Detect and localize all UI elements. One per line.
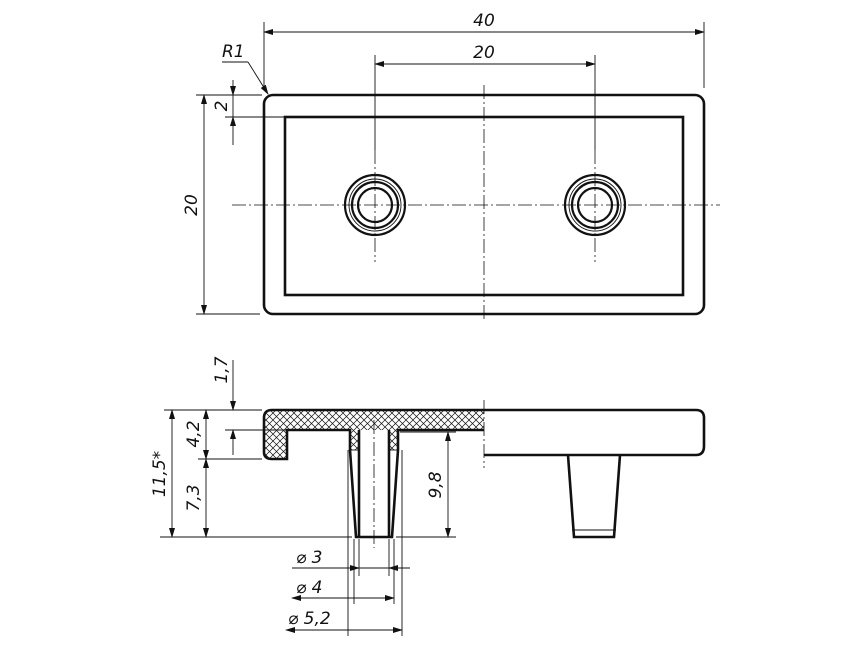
dim-total-height: 11,5* [150,409,262,538]
dim-wall-inset-label: 2 [212,101,232,112]
dim-boss-length: 9,8 [396,431,456,538]
left-hole [343,173,407,237]
section-outline [262,408,484,539]
dim-overall-height: 20 [182,94,260,315]
dim-boss-height: 7,3 [160,458,352,538]
dim-top-thickness: 1,7 [212,356,286,455]
dim-flange-depth: 4,2 [184,409,262,460]
dim-overall-height-label: 20 [182,194,202,216]
right-boss [566,454,622,539]
dim-flange-depth-label: 4,2 [184,420,204,447]
dim-bore-diameter-label: ⌀ 3 [296,548,322,568]
dim-total-height-label: 11,5* [150,451,170,497]
section-hatch [264,410,484,459]
dim-boss-tip-diameter: ⌀ 4 [291,578,395,601]
dim-wall-inset: 2 [212,80,284,145]
dim-boss-tip-diameter-label: ⌀ 4 [296,578,322,598]
dim-overall-width: 40 [263,11,705,88]
dim-overall-width-label: 40 [473,11,495,31]
dim-bore-diameter: ⌀ 3 [292,548,410,571]
top-view: 40 20 R1 2 20 [182,11,720,322]
dim-corner-radius-label: R1 [222,42,245,62]
right-hole [563,173,627,237]
dim-hole-spacing-label: 20 [473,43,495,63]
dim-boss-length-label: 9,8 [426,471,446,498]
dim-boss-base-diameter-label: ⌀ 5,2 [288,609,331,629]
right-plate-outline [484,408,706,457]
dim-boss-height-label: 7,3 [184,484,204,511]
dim-boss-base-diameter: ⌀ 5,2 [285,609,403,633]
dim-top-thickness-label: 1,7 [212,356,232,383]
side-view: 1,7 4,2 7,3 11,5* 9,8 [150,356,706,636]
dim-corner-radius: R1 [222,42,269,95]
dim-hole-spacing: 20 [374,43,596,150]
